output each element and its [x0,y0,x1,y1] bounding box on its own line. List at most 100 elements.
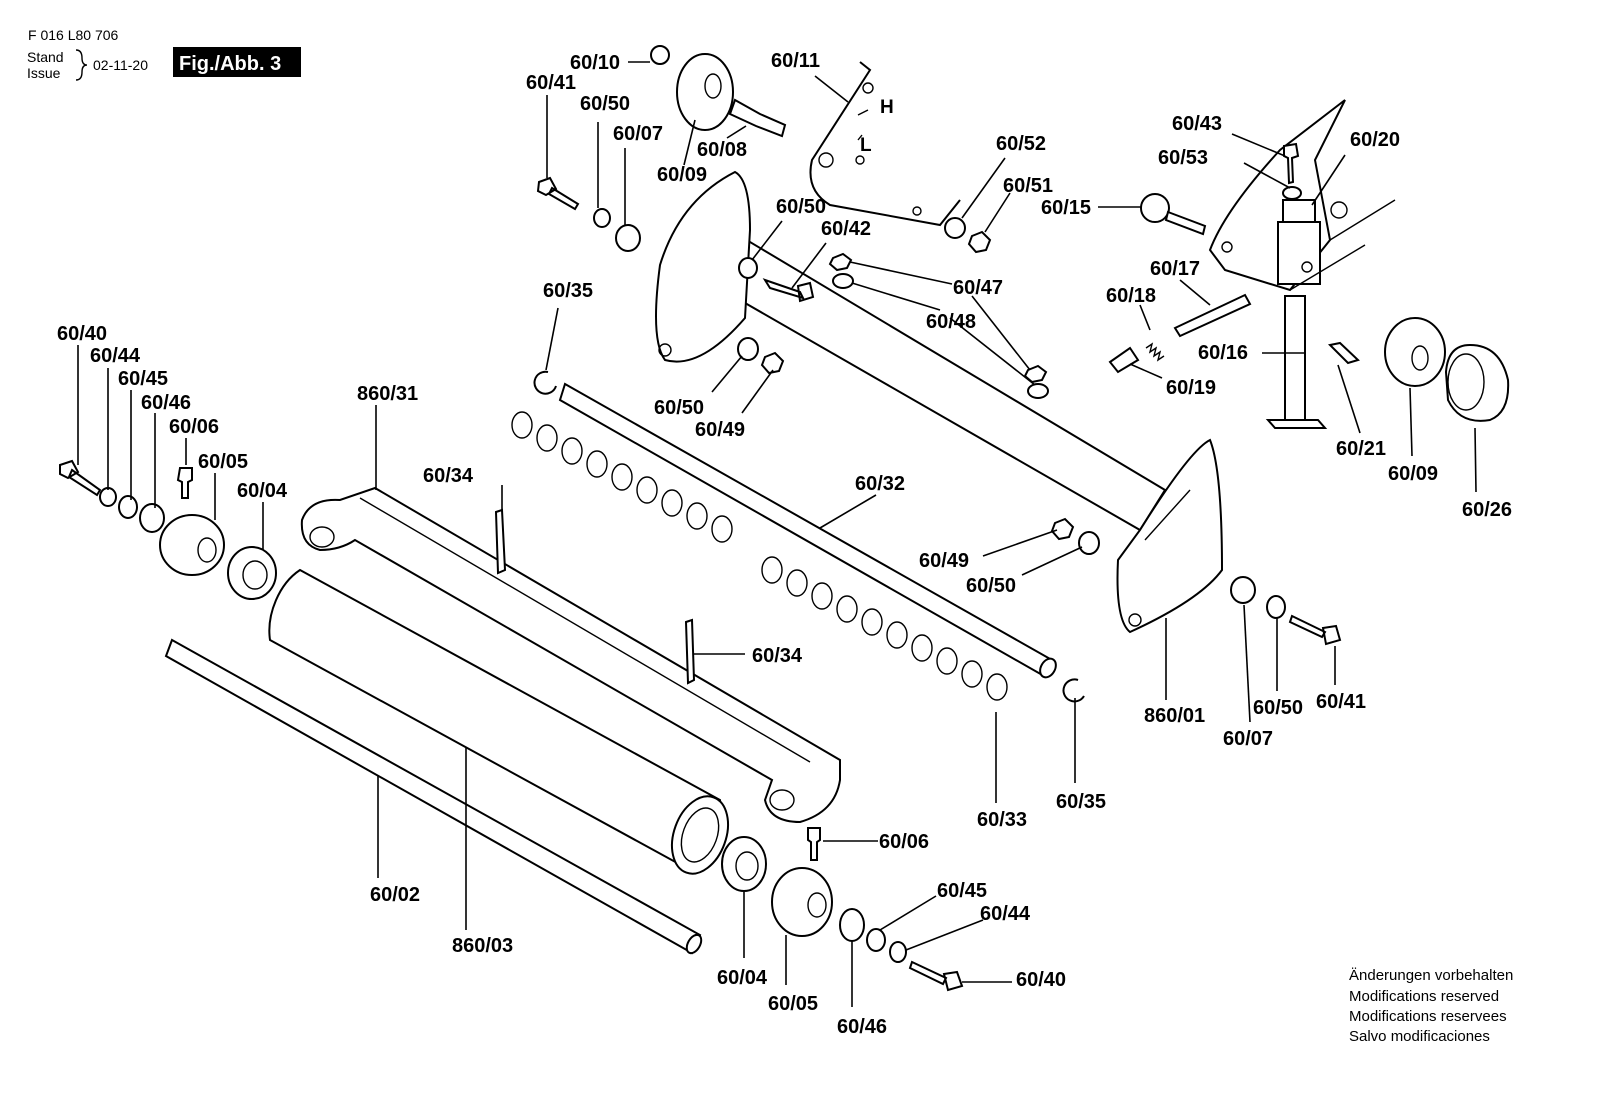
callout-labels: 60/10 60/11 60/41 60/50 60/07 60/08 60/0… [57,50,1512,1038]
callout-label: 60/45 [118,368,168,390]
washer-icon [737,337,759,361]
drawing-number: F 016 L80 706 [28,27,119,43]
spring-icon [1145,342,1165,362]
callout-label: 60/09 [657,164,707,186]
callout-label: 60/07 [1223,728,1273,750]
callout-label: 60/40 [1016,969,1066,991]
callout-label: 60/44 [90,345,141,367]
modification-notice: Änderungen vorbehalten Modifications res… [1349,967,1513,1045]
height-frame [655,170,1224,634]
callout-label: 60/51 [1003,175,1053,197]
callout-label: 60/26 [1462,499,1512,521]
dowel-pin-icon [1327,341,1360,365]
callout-label: 60/20 [1350,129,1400,151]
callout-label: 60/48 [926,311,976,333]
adjuster-plate: H L [809,61,961,227]
callout-label: 60/42 [821,218,871,240]
callout-label: 60/40 [57,323,107,345]
callout-label: 60/15 [1041,197,1091,219]
issue-date: 02-11-20 [93,57,148,73]
bolt-icon [536,176,580,211]
callout-label: 60/53 [1158,147,1208,169]
roller-shaft [164,638,703,955]
washer-icon [1282,186,1302,200]
axle-stud-icon [728,98,787,138]
grease-nipple-icon [807,827,821,861]
callout-label: 60/04 [717,967,768,989]
callout-label: 60/46 [837,1016,887,1038]
header-block: F 016 L80 706 Stand Issue 02-11-20 Fig./… [27,27,301,81]
washer-icon [593,208,611,228]
callout-label: 60/45 [937,880,987,902]
pinion-shaft [1164,210,1207,236]
callout-label: 860/01 [1144,705,1205,727]
circlip-left [533,370,557,395]
roller-bracket [300,486,841,824]
washer-icon [866,928,886,952]
bolt-icon [908,960,964,992]
callout-label: 60/49 [919,550,969,572]
callout-label: 60/49 [695,419,745,441]
washer-icon [650,45,670,65]
left-wheel [159,514,225,576]
figure-badge [173,47,301,77]
tension-rod [558,382,1057,679]
washer-icon [839,908,865,942]
washer-icon [99,487,117,507]
callout-label: 60/06 [169,416,219,438]
grease-nipple-icon [176,467,193,499]
callout-label: 60/52 [996,133,1046,155]
callout-label: 60/09 [1388,463,1438,485]
callout-label: 60/16 [1198,342,1248,364]
issue-label: Issue [27,65,61,81]
callout-label: 60/10 [570,52,620,74]
callout-label: 60/46 [141,392,191,414]
adjuster-knob [1444,343,1510,422]
nut-icon [828,252,853,272]
callout-label: 60/33 [977,809,1027,831]
right-bearing [721,836,767,892]
callout-label: 60/35 [543,280,593,302]
circlip-right [1062,678,1085,703]
washer-icon [139,503,165,533]
callout-label: 60/19 [1166,377,1216,399]
height-spindle [1265,295,1328,429]
nut-icon [1023,364,1048,384]
callout-label: 60/50 [580,93,630,115]
callout-label: 60/08 [697,139,747,161]
low-mark: L [860,135,872,156]
part-drawings: H L [59,45,1510,992]
pinion-gear-icon [1140,193,1170,223]
callout-label: 60/05 [198,451,248,473]
washer-icon [1027,383,1049,399]
callout-label: 60/06 [879,831,929,853]
washer-icon [832,273,854,289]
bolt-icon [1283,142,1300,185]
callout-label: 60/11 [771,50,820,72]
callout-label: 60/50 [1253,697,1303,719]
callout-label: 60/17 [1150,258,1200,280]
washer-icon [118,495,138,519]
bushing-icon [615,224,641,252]
spring-row-upper [511,411,733,543]
callout-label: 60/04 [237,480,288,502]
notice-line: Modifications reserved [1349,988,1499,1005]
knob-hub [1384,317,1446,387]
callout-label: 60/50 [776,196,826,218]
washer-icon [944,217,966,239]
notice-line: Änderungen vorbehalten [1349,967,1513,984]
bolt-icon [1288,614,1342,646]
leader-lines [77,61,1477,1007]
cap-icon [1108,346,1140,374]
nut-icon [760,351,785,375]
bolt-icon [762,278,815,303]
washer-icon [738,257,758,279]
callout-label: 860/31 [357,383,418,405]
washer-icon [1078,531,1100,555]
washer-icon [1266,595,1286,619]
upper-wheel [676,53,734,131]
bolt-icon [59,459,102,497]
figure-label: Fig./Abb. 3 [179,53,281,75]
